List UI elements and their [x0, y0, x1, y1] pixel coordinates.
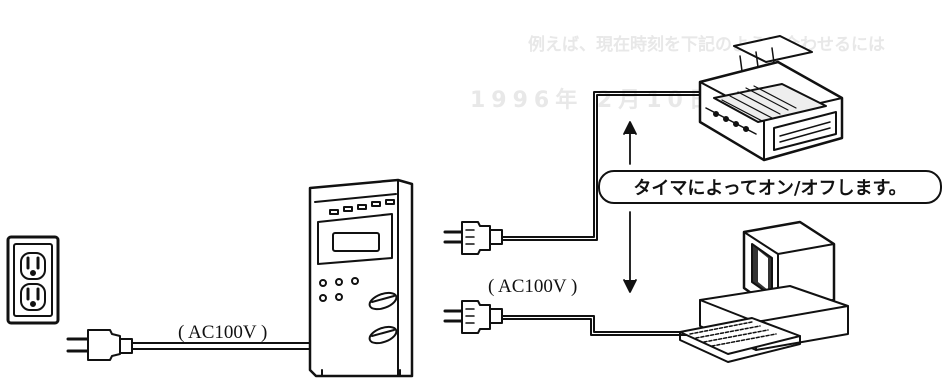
wall-outlet-icon [8, 237, 58, 323]
timer-callout-bubble: タイマによってオン/オフします。 [598, 170, 942, 204]
computer-plug-icon [445, 301, 712, 335]
outlet-voltage-label: ( AC100V ) [178, 322, 267, 344]
printer-icon [700, 36, 842, 160]
timer-unit-icon [310, 180, 412, 376]
on-off-arrows [624, 122, 636, 292]
device-voltage-label: ( AC100V ) [488, 276, 577, 298]
computer-icon [680, 222, 848, 362]
